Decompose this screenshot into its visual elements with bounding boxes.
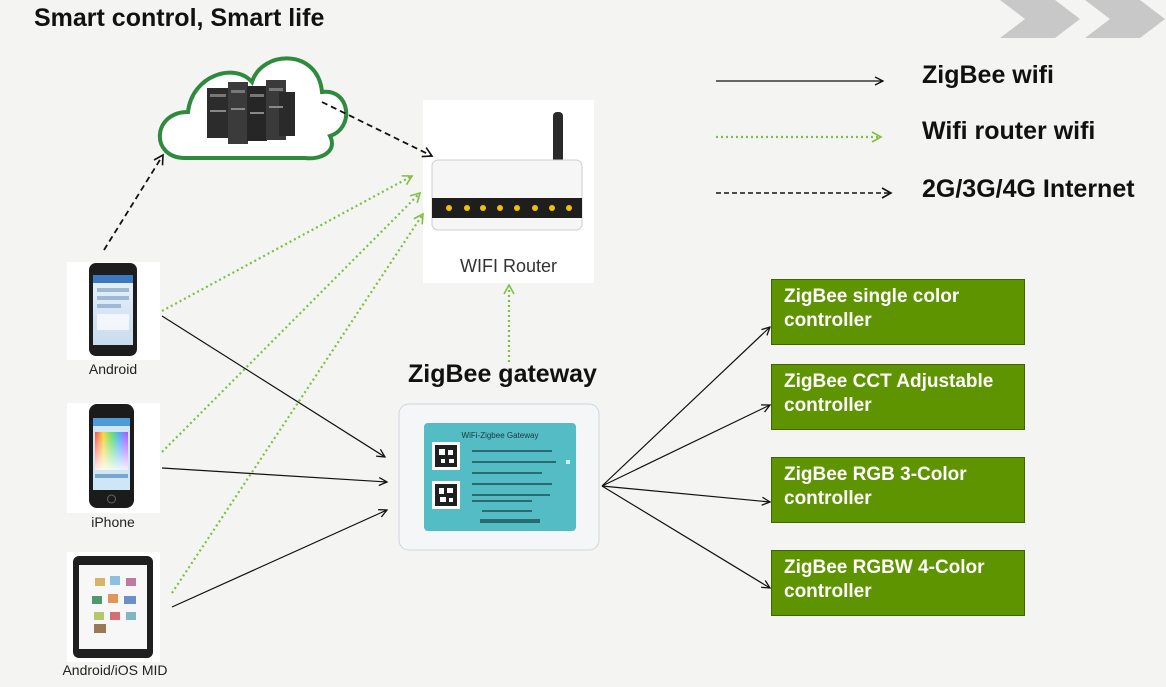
iphone-to-router-link <box>161 191 422 453</box>
controller-line-2: controller <box>784 581 872 602</box>
controller-cct: ZigBee CCT Adjustable controller <box>771 364 1025 430</box>
controller-line-1: ZigBee CCT Adjustable <box>784 371 994 392</box>
controller-line-2: controller <box>784 310 872 331</box>
android-to-router-link <box>161 175 414 312</box>
gateway-to-controller-1-link <box>601 327 770 487</box>
gateway-to-controller-2-link <box>601 405 770 487</box>
controller-line-1: ZigBee single color <box>784 286 960 307</box>
tablet-to-router-link <box>171 212 424 594</box>
gateway-to-controller-4-link <box>601 485 770 588</box>
device-label-iphone: iPhone <box>91 514 135 530</box>
controller-line-1: ZigBee RGBW 4-Color <box>784 557 985 578</box>
controller-line-2: controller <box>784 488 872 509</box>
chevron-shape-2 <box>1085 0 1165 38</box>
legend-label-router-wifi: Wifi router wifi <box>922 117 1096 145</box>
phone-to-cloud-link <box>103 153 164 251</box>
wifi-router-icon <box>431 112 583 231</box>
gateway-title: ZigBee gateway <box>408 360 597 388</box>
android-phone-icon <box>67 262 160 360</box>
legend-label-zigbee-wifi: ZigBee wifi <box>922 61 1054 89</box>
tablet-icon <box>67 552 160 662</box>
controller-line-2: controller <box>784 395 872 416</box>
gateway-to-controller-3-link <box>601 485 770 502</box>
device-label-mid: Android/iOS MID <box>62 662 168 678</box>
controller-rgb: ZigBee RGB 3-Color controller <box>771 457 1025 523</box>
server-rack-icon <box>207 80 295 144</box>
device-label-android: Android <box>88 361 138 377</box>
controller-single-color: ZigBee single color controller <box>771 279 1025 345</box>
cloud-icon <box>157 56 349 161</box>
cloud-to-router-link <box>321 101 434 158</box>
controller-line-1: ZigBee RGB 3-Color <box>784 464 967 485</box>
legend-label-internet: 2G/3G/4G Internet <box>922 175 1135 203</box>
iphone-to-gateway-link <box>161 467 387 482</box>
page-title: Smart control, Smart life <box>34 4 325 32</box>
router-label: WIFI Router <box>459 256 557 276</box>
gateway-device-text: WiFi-Zigbee Gateway <box>462 431 539 440</box>
iphone-icon <box>67 403 160 513</box>
tablet-to-gateway-link <box>171 510 387 608</box>
zigbee-gateway-device-icon: WiFi-Zigbee Gateway <box>398 403 600 551</box>
chevron-shape-1 <box>1000 0 1080 38</box>
android-to-gateway-link <box>161 315 385 457</box>
controller-rgbw: ZigBee RGBW 4-Color controller <box>771 550 1025 616</box>
